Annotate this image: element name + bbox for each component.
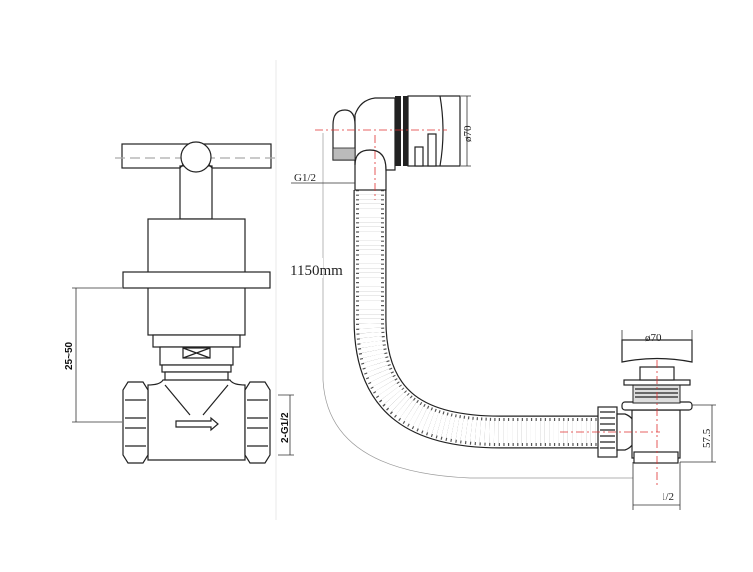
bath-waste-overflow: ø70 G1/2 1150mm ø70 57.5 1/2 bbox=[289, 95, 716, 510]
dim-height-label: 25~50 bbox=[64, 341, 75, 370]
overflow-thread-label: G1/2 bbox=[294, 172, 316, 184]
hose-length-label: 1150mm bbox=[290, 263, 343, 279]
overflow-diameter-label: ø70 bbox=[462, 125, 474, 142]
waste-diameter-label: ø70 bbox=[645, 332, 662, 344]
dim-line-height bbox=[72, 287, 122, 423]
spigot-thread bbox=[332, 147, 356, 161]
hex-end-left bbox=[122, 381, 149, 464]
handle-hub bbox=[180, 141, 212, 173]
valve-stem bbox=[179, 165, 213, 220]
waste-height-label: 57.5 bbox=[701, 428, 713, 448]
waste-thread-label: 1/2 bbox=[660, 491, 674, 503]
valve-flange bbox=[122, 271, 271, 289]
overflow-spigot bbox=[332, 109, 356, 161]
valve-pipe-body bbox=[147, 379, 246, 461]
dim-line-thread bbox=[278, 394, 294, 456]
dim-thread-label: 2-G1/2 bbox=[280, 412, 291, 443]
waste-body bbox=[631, 409, 681, 459]
valve-collar bbox=[152, 334, 241, 348]
waste-cap bbox=[621, 339, 693, 363]
flow-arrow-icon bbox=[175, 416, 219, 432]
waste-bottom-thread bbox=[633, 451, 679, 464]
overflow-elbow bbox=[354, 97, 396, 171]
hex-end-right bbox=[244, 381, 271, 464]
waste-thread bbox=[632, 384, 681, 404]
hose-length-dim bbox=[322, 133, 633, 479]
stop-valve: 25~50 2-G1/2 bbox=[64, 141, 294, 464]
